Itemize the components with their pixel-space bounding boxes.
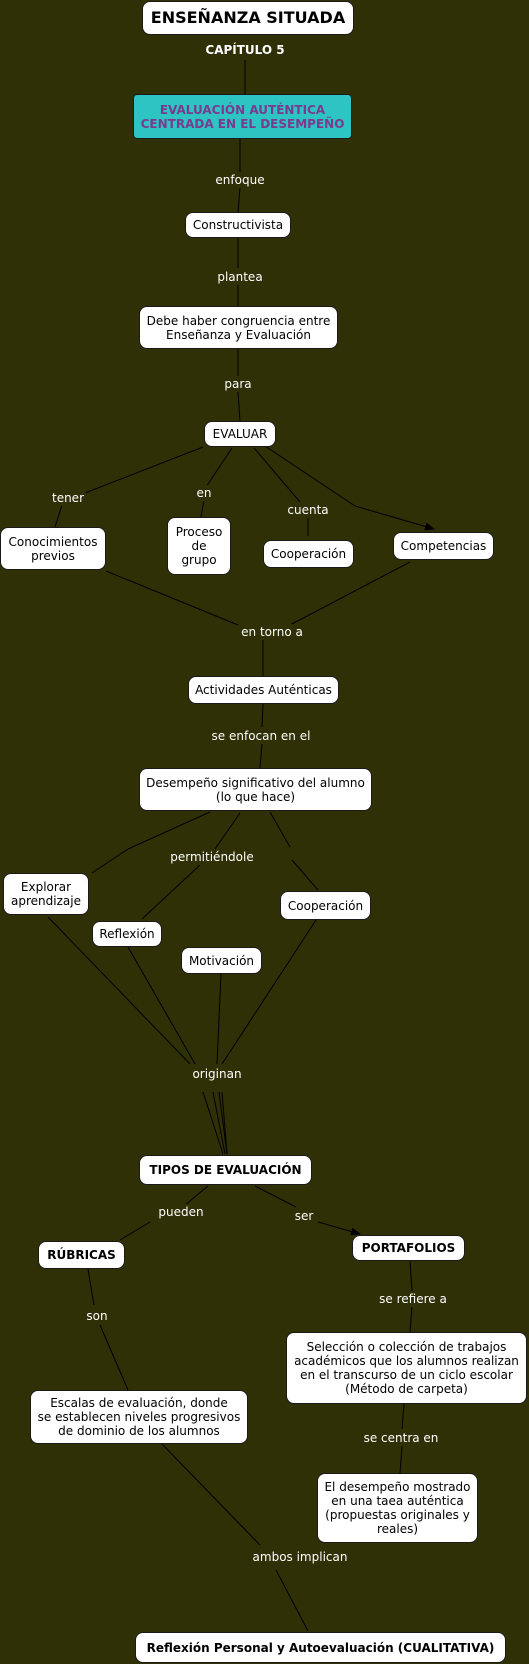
concept-conocimientos-previos: Conocimientos previos xyxy=(0,527,106,570)
link-originan: originan xyxy=(190,1066,244,1082)
concept-evaluacion-autentica: EVALUACIÓN AUTÉNTICA CENTRADA EN EL DESE… xyxy=(133,94,352,139)
link-en-torno-a: en torno a xyxy=(239,624,305,640)
map-title: ENSEÑANZA SITUADA xyxy=(142,1,354,35)
concept-evaluar: EVALUAR xyxy=(204,421,276,447)
link-plantea: plantea xyxy=(215,269,265,285)
concept-explorar-aprendizaje: Explorar aprendizaje xyxy=(3,873,89,915)
link-ser: ser xyxy=(292,1208,316,1224)
concept-tipos-de-evaluacion: TIPOS DE EVALUACIÓN xyxy=(139,1155,312,1185)
concept-seleccion-trabajos: Selección o colección de trabajos académ… xyxy=(286,1332,527,1404)
link-para: para xyxy=(222,376,254,392)
concept-portafolios: PORTAFOLIOS xyxy=(352,1235,465,1261)
link-permitiendole: permitiéndole xyxy=(168,849,256,865)
concept-proceso-de-grupo: Proceso de grupo xyxy=(167,517,231,575)
concept-desempeno-mostrado: El desempeño mostrado en una taea autént… xyxy=(317,1473,478,1543)
concept-rubricas: RÚBRICAS xyxy=(38,1241,125,1269)
concept-competencias: Competencias xyxy=(393,532,494,560)
chapter-label: CAPÍTULO 5 xyxy=(205,43,285,57)
link-se-enfocan-en-el: se enfocan en el xyxy=(209,728,313,744)
concept-cooperacion-2: Cooperación xyxy=(280,891,371,920)
link-cuenta: cuenta xyxy=(285,502,331,518)
concept-constructivista: Constructivista xyxy=(185,212,291,238)
link-se-centra-en: se centra en xyxy=(361,1430,441,1446)
concept-escalas-evaluacion: Escalas de evaluación, donde se establec… xyxy=(30,1390,248,1444)
concept-actividades-autenticas: Actividades Auténticas xyxy=(188,676,339,704)
concept-reflexion-personal: Reflexión Personal y Autoevaluación (CUA… xyxy=(135,1632,506,1663)
concept-desempeno-significativo: Desempeño significativo del alumno (lo q… xyxy=(139,768,372,811)
link-tener: tener xyxy=(49,490,87,506)
link-pueden: pueden xyxy=(156,1204,206,1220)
link-ambos-implican: ambos implican xyxy=(250,1549,350,1565)
link-en: en xyxy=(194,485,214,501)
link-enfoque: enfoque xyxy=(213,172,267,188)
concept-congruencia: Debe haber congruencia entre Enseñanza y… xyxy=(139,306,338,349)
link-son: son xyxy=(84,1308,110,1324)
concept-motivacion: Motivación xyxy=(181,947,262,974)
concept-reflexion: Reflexión xyxy=(92,921,162,947)
link-se-refiere-a: se refiere a xyxy=(377,1291,449,1307)
concept-cooperacion-1: Cooperación xyxy=(263,540,354,568)
